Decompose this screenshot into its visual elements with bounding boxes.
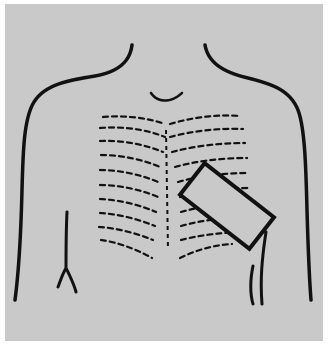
gray-panel [5,4,323,341]
